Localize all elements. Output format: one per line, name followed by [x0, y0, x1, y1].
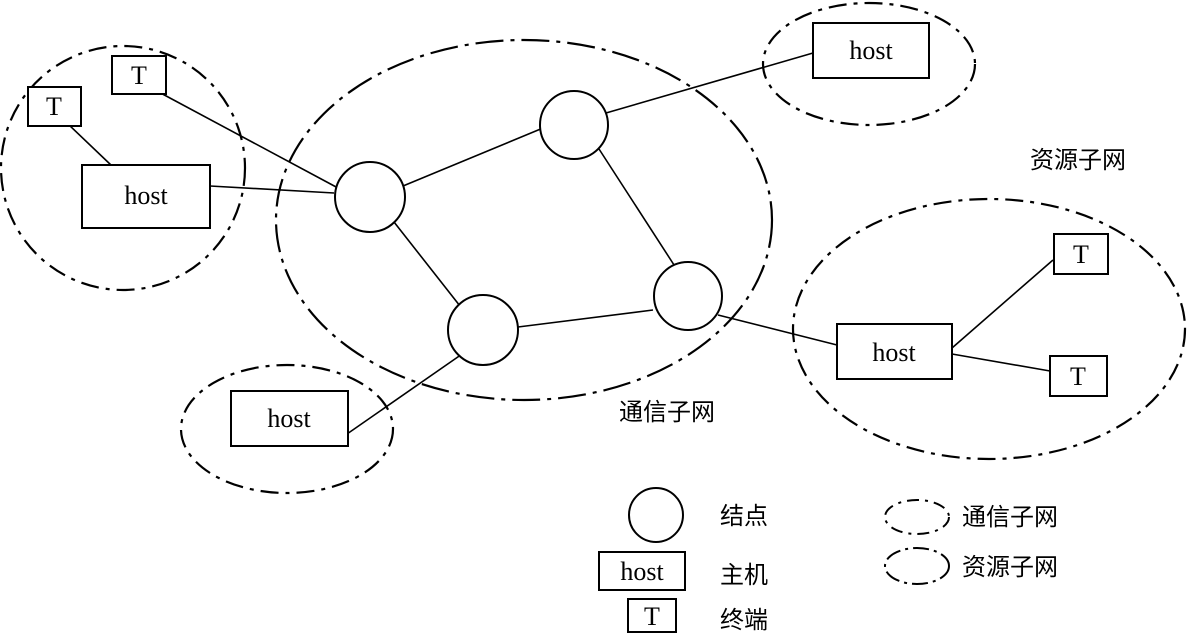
resource-subnet-right-boundary	[791, 197, 1187, 461]
host-label: host	[849, 36, 893, 65]
legend-terminal-symbol-text: T	[644, 602, 660, 631]
link-host-right-to-terminal-bottom	[951, 353, 1051, 372]
link-node-c-to-host-right	[717, 314, 838, 346]
legend-resource-subnet-label: 资源子网	[962, 553, 1058, 581]
legend-comm-subnet-symbol	[884, 499, 950, 535]
switch-node	[447, 294, 519, 366]
link-node-b-to-node-c	[598, 148, 677, 269]
legend: 结点 host 主机 T 终端 通信子网 资源子网	[598, 487, 1058, 634]
link-node-b-to-host-top	[605, 52, 814, 114]
host-right: host	[836, 323, 953, 380]
host-left: host	[81, 164, 211, 229]
switch-node	[334, 161, 406, 233]
link-host-right-to-terminal-top	[951, 259, 1054, 349]
link-host-left-to-node-a	[209, 185, 335, 194]
resource-subnet-top-right-boundary	[761, 1, 977, 127]
link-node-d-to-node-c	[517, 309, 654, 328]
terminal-label: T	[1073, 240, 1089, 269]
legend-node-symbol	[628, 487, 684, 543]
host-label: host	[872, 338, 916, 367]
link-node-a-to-node-b	[402, 127, 544, 187]
resource-subnet-bottom-left-boundary	[179, 363, 395, 495]
terminal-label: T	[1070, 362, 1086, 391]
terminal-right-lower: T	[1049, 355, 1108, 397]
communication-subnet-boundary	[274, 38, 774, 402]
legend-terminal-symbol	[627, 598, 677, 633]
legend-comm-subnet-label: 通信子网	[962, 503, 1058, 531]
link-node-a-to-node-d	[393, 221, 461, 307]
link-terminal-to-host-left	[67, 123, 113, 167]
resource-subnet-left-boundary	[0, 44, 247, 292]
switch-node	[653, 261, 723, 331]
terminal-right-upper: T	[1053, 233, 1109, 275]
legend-terminal-label: 终端	[720, 606, 768, 634]
legend-host-symbol	[598, 551, 686, 591]
terminal-left-upper: T	[111, 55, 167, 95]
legend-resource-subnet-symbol	[884, 547, 950, 585]
terminal-label: T	[131, 61, 147, 90]
communication-subnet-label: 通信子网	[619, 398, 715, 426]
host-label: host	[267, 404, 311, 433]
legend-node-label: 结点	[720, 502, 768, 530]
host-label: host	[124, 181, 168, 210]
link-terminal-to-node-a	[154, 89, 339, 189]
host-bottom-left: host	[230, 390, 349, 447]
resource-subnet-label: 资源子网	[1030, 146, 1126, 174]
terminal-left-lower: T	[27, 86, 82, 127]
legend-host-label: 主机	[720, 561, 768, 589]
host-top-right: host	[812, 22, 930, 79]
link-node-d-to-host-bottom	[346, 351, 466, 435]
switch-node	[539, 90, 609, 160]
legend-host-symbol-text: host	[620, 557, 664, 586]
terminal-label: T	[46, 92, 62, 121]
